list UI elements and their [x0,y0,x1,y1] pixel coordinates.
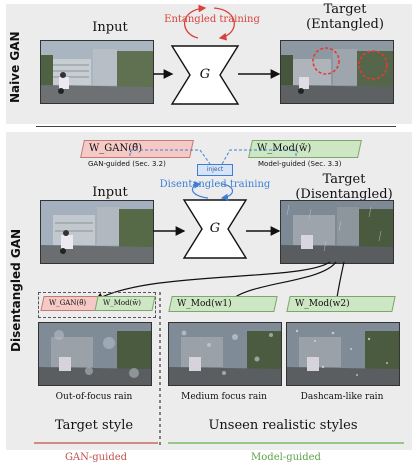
gan-guided-caption: GAN-guided (Sec. 3.2) [88,160,166,168]
inject-box: inject [197,164,233,176]
target-style-label-group [38,292,156,318]
section-divider [36,126,396,127]
top-input-title: Input [92,20,128,35]
caption-dashcam: Dashcam-like rain [300,392,384,402]
caption-medium-focus: Medium focus rain [181,392,267,402]
output-photo-out-of-focus [38,322,152,386]
top-target-photo [280,40,394,104]
disentangled-training-label: Disentangled training [159,179,271,190]
top-generator [170,44,240,106]
bottom-generator [182,198,248,260]
target-style-title: Target style [54,418,134,433]
footer-model-guided: Model-guided [251,452,321,463]
output-photo-dashcam [286,322,400,386]
bottom-input-photo [40,200,154,264]
top-generator-symbol: G [199,67,211,82]
out1-gan-label: W_GAN(θ̃) [40,296,102,311]
model-guided-caption: Model-guided (Sec. 3.3) [258,160,342,168]
disentangled-gan-panel [6,132,412,450]
bottom-generator-symbol: G [209,221,221,236]
bottom-input-title: Input [92,185,128,200]
output-photo-medium-focus [168,322,282,386]
top-input-photo [40,40,154,104]
unseen-styles-title: Unseen realistic styles [208,418,358,433]
out2-mod-label: W_Mod(w1) [168,296,278,312]
entangled-training-label: Entangled training [164,14,260,25]
top-target-title: Target (Entangled) [306,2,384,32]
out3-mod-label: W_Mod(w2) [286,296,396,312]
footer-gan-guided: GAN-guided [64,452,128,463]
caption-out-of-focus: Out-of-focus rain [55,392,133,402]
out1-mod-label: W_Mod(w̃) [94,296,156,311]
bottom-target-title: Target (Disentangled) [295,172,393,202]
top-arrows [153,4,281,79]
bottom-target-photo [280,200,394,264]
